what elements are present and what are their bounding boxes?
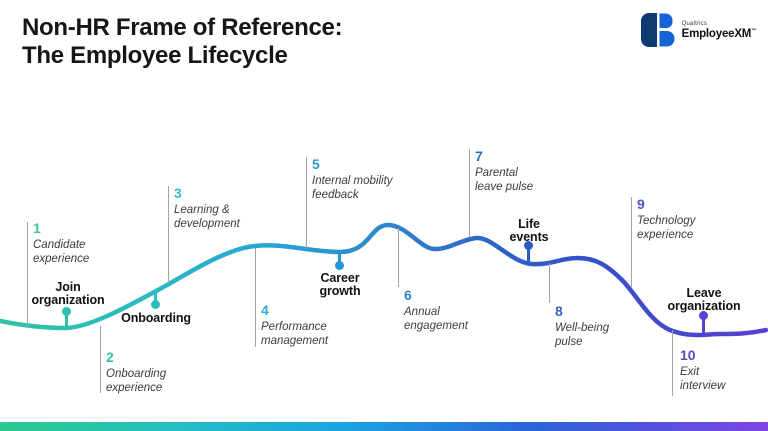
stage-career-growth: Career growth — [319, 271, 361, 299]
touchpoint-7-label: Parental leave pulse — [475, 167, 534, 194]
touchpoint-3-label: Learning & development — [174, 204, 240, 231]
touchpoint-2: 2 Onboarding experience — [106, 350, 216, 395]
touchpoint-10-number: 10 — [680, 347, 696, 363]
touchpoint-7-number: 7 — [475, 148, 483, 164]
touchpoint-8-number: 8 — [555, 303, 563, 319]
touchpoint-7: 7 Parental leave pulse — [475, 149, 585, 194]
stage-onboarding: Onboarding — [121, 311, 191, 325]
tick-line-10 — [672, 330, 673, 396]
touchpoint-6-label: Annual engagement — [404, 306, 468, 333]
product-name-text: EmployeeXM — [681, 27, 752, 40]
touchpoint-1: 1 Candidate experience — [33, 221, 143, 266]
touchpoint-2-number: 2 — [106, 349, 114, 365]
touchpoint-4-label: Performance management — [261, 321, 329, 348]
stage-onboarding-dot — [151, 300, 160, 309]
lifecycle-curve-path — [0, 222, 768, 338]
touchpoint-6-number: 6 — [404, 287, 412, 303]
stage-join-organization-dot — [62, 307, 71, 316]
stage-career-growth-dot — [335, 261, 344, 270]
tick-line-2 — [100, 326, 101, 393]
tick-line-7 — [469, 149, 470, 237]
tick-line-3 — [168, 186, 169, 283]
touchpoint-3: 3 Learning & development — [174, 186, 284, 231]
stage-onboarding-stem — [154, 291, 157, 306]
timeline-bar — [0, 422, 768, 431]
touchpoint-3-number: 3 — [174, 185, 182, 201]
tick-line-1 — [27, 222, 28, 325]
stage-leave-organization: Leave organization — [667, 286, 741, 314]
tick-line-6 — [398, 228, 399, 287]
touchpoint-10-label: Exit interview — [680, 366, 726, 393]
stage-life-events-dot — [524, 241, 533, 250]
touchpoint-6: 6 Annual engagement — [404, 288, 514, 333]
tick-line-4 — [255, 248, 256, 347]
stage-join-organization: Join organization — [31, 280, 105, 308]
tick-line-9 — [631, 197, 632, 288]
touchpoint-4: 4 Performance management — [261, 303, 371, 348]
touchpoint-9: 9 Technology experience — [637, 197, 747, 242]
touchpoint-5: 5 Internal mobility feedback — [312, 157, 422, 202]
stage-career-growth-stem — [338, 251, 341, 267]
touchpoint-10: 10 Exit interview — [680, 348, 768, 393]
touchpoint-9-label: Technology experience — [637, 215, 696, 242]
tick-line-8 — [549, 263, 550, 303]
touchpoint-5-label: Internal mobility feedback — [312, 175, 393, 202]
touchpoint-4-number: 4 — [261, 302, 269, 318]
page-title: Non-HR Frame of Reference: The Employee … — [22, 14, 343, 70]
stage-leave-organization-dot — [699, 311, 708, 320]
touchpoint-8: 8 Well-being pulse — [555, 304, 665, 349]
logo-text: Qualtrics EmployeeXM™ — [681, 20, 757, 40]
touchpoint-5-number: 5 — [312, 156, 320, 172]
touchpoint-8-label: Well-being pulse — [555, 322, 610, 349]
touchpoint-9-number: 9 — [637, 196, 645, 212]
qualtrics-logo: Qualtrics EmployeeXM™ — [640, 13, 757, 47]
touchpoint-1-number: 1 — [33, 220, 41, 236]
stage-leave-organization-stem — [702, 316, 705, 333]
touchpoint-2-label: Onboarding experience — [106, 368, 167, 395]
brand-name: Qualtrics — [681, 20, 708, 27]
stage-life-events-stem — [527, 246, 530, 263]
touchpoint-1-label: Candidate experience — [33, 239, 90, 266]
stage-life-events: Life events — [509, 217, 549, 245]
tick-line-5 — [306, 157, 307, 249]
trademark-mark: ™ — [751, 27, 756, 34]
stage-join-organization-stem — [65, 312, 68, 328]
employeexm-logo-icon — [640, 13, 675, 47]
product-name: EmployeeXM™ — [681, 27, 757, 40]
